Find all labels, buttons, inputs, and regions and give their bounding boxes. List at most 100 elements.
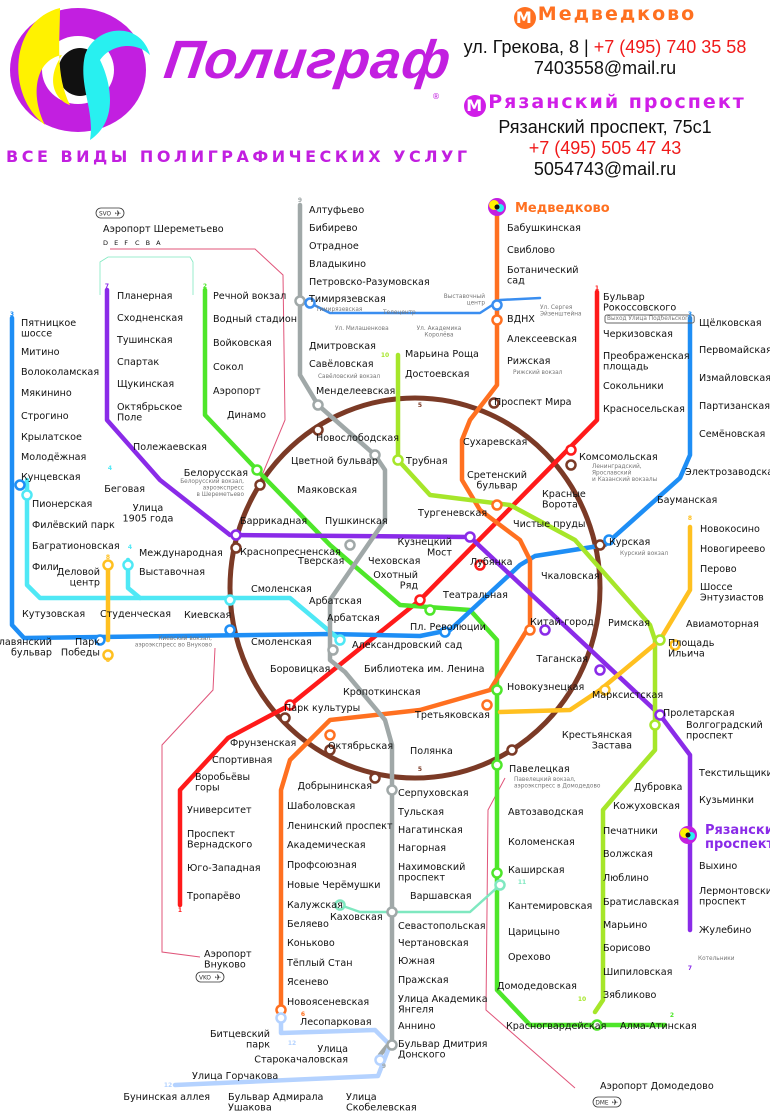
station-label[interactable]: Серпуховская	[398, 788, 469, 799]
station-label[interactable]: Севастопольская	[398, 921, 486, 932]
station-label[interactable]: Международная	[139, 548, 223, 559]
station-label[interactable]: Савёловская	[309, 359, 374, 370]
station-label[interactable]: Академическая	[287, 840, 366, 851]
station-label[interactable]: Чертановская	[398, 938, 469, 949]
interchange-station-marker[interactable]	[251, 464, 263, 476]
station-label[interactable]: Пл. Революции	[410, 622, 486, 633]
station-label[interactable]: Автозаводская	[508, 807, 584, 818]
station-label[interactable]: Пионерская	[32, 499, 92, 510]
station-label[interactable]: Кожуховская	[613, 801, 680, 812]
station-label[interactable]: Кузьминки	[699, 795, 754, 806]
station-label[interactable]: Аэропорт Шереметьево	[103, 224, 224, 235]
station-label[interactable]: Пушкинская	[325, 516, 388, 527]
station-label[interactable]: Спартак	[117, 357, 159, 368]
station-label[interactable]: Третьяковская	[414, 710, 490, 721]
station-label[interactable]: Ясенево	[287, 977, 329, 988]
station-label[interactable]: D E F	[103, 239, 130, 247]
station-label[interactable]: Ул. Милашенкова	[335, 326, 389, 332]
interchange-station-marker[interactable]	[654, 634, 666, 646]
station-label[interactable]: Кропоткинская	[343, 687, 421, 698]
station-label[interactable]: Павелецкая	[509, 764, 570, 775]
station-label[interactable]: Ленинский проспект	[287, 821, 393, 832]
station-label[interactable]: Лубянка	[470, 557, 513, 568]
interchange-station-marker[interactable]	[344, 539, 356, 551]
interchange-station-marker[interactable]	[230, 542, 242, 554]
station-label[interactable]: Маяковская	[297, 485, 357, 496]
station-label[interactable]: Лесопарковая	[300, 1017, 371, 1028]
station-label[interactable]: Студенческая	[100, 609, 171, 620]
station-label[interactable]: Речной вокзал	[213, 291, 286, 302]
station-label[interactable]: Печатники	[603, 826, 658, 837]
station-label[interactable]: Курская	[609, 537, 650, 548]
station-label[interactable]: Кутузовская	[22, 609, 85, 620]
station-label[interactable]: Полежаевская	[133, 442, 207, 453]
station-label[interactable]: Электрозаводская	[685, 467, 770, 478]
interchange-station-marker[interactable]	[464, 531, 476, 543]
station-label[interactable]: Котельники	[698, 956, 735, 962]
station-label[interactable]: Волжская	[603, 849, 653, 860]
station-label[interactable]: Сухаревская	[463, 437, 527, 448]
station-label[interactable]: Лермонтовскийпроспект	[699, 886, 770, 908]
station-label[interactable]: Аэропорт Домодедово	[600, 1081, 714, 1092]
station-label[interactable]: Фрунзенская	[230, 738, 296, 749]
station-label[interactable]: Рижская	[507, 356, 550, 367]
station-label[interactable]: Марьина Роща	[405, 349, 479, 360]
station-label[interactable]: Щукинская	[117, 379, 174, 390]
station-label[interactable]: Первомайская	[699, 345, 770, 356]
station-label[interactable]: ВДНХ	[507, 314, 535, 325]
station-label[interactable]: Митино	[21, 347, 60, 358]
station-label[interactable]: Марьино	[603, 920, 647, 931]
station-label[interactable]: Полянка	[410, 746, 453, 757]
station-label[interactable]: Мякинино	[21, 388, 72, 399]
station-label[interactable]: Баррикадная	[240, 516, 307, 527]
station-label[interactable]: Сходненская	[117, 313, 183, 324]
station-label[interactable]: Китай-город	[530, 617, 594, 628]
station-label[interactable]: Орехово	[508, 952, 551, 963]
station-label[interactable]: Арбатская	[309, 596, 362, 607]
station-label[interactable]: C B A	[135, 239, 163, 247]
interchange-station-marker[interactable]	[230, 529, 242, 541]
station-label[interactable]: Каширская	[508, 865, 565, 876]
station-label[interactable]: Улица Горчакова	[192, 1071, 278, 1082]
station-label[interactable]: Тушинская	[116, 335, 173, 346]
interchange-station-marker[interactable]	[414, 594, 426, 606]
station-label[interactable]: Тимирязевская	[315, 307, 362, 313]
interchange-station-marker[interactable]	[224, 624, 236, 636]
station-label[interactable]: Трубная	[405, 456, 447, 467]
station-label[interactable]: Смоленская	[251, 637, 312, 648]
interchange-station-marker[interactable]	[386, 1039, 398, 1051]
interchange-station-marker[interactable]	[304, 297, 316, 309]
station-label[interactable]: Тургеневская	[417, 508, 487, 519]
station-label[interactable]: Марксистская	[592, 690, 663, 701]
interchange-station-marker[interactable]	[594, 539, 606, 551]
station-label[interactable]: Новокосино	[700, 524, 760, 535]
station-label[interactable]: Шипиловская	[603, 967, 672, 978]
office-phone[interactable]: +7 (495) 740 35 58	[593, 37, 747, 57]
station-label[interactable]: Университет	[187, 805, 252, 816]
interchange-station-marker[interactable]	[102, 559, 114, 571]
station-label[interactable]: Октябрьская	[328, 741, 393, 752]
interchange-station-marker[interactable]	[312, 424, 324, 436]
station-label[interactable]: Александровский сад	[352, 640, 463, 651]
interchange-station-marker[interactable]	[312, 399, 324, 411]
station-label[interactable]: Черкизовская	[603, 329, 673, 340]
interchange-station-marker[interactable]	[603, 534, 615, 546]
station-label[interactable]: Партизанская	[699, 401, 770, 412]
interchange-station-marker[interactable]	[14, 479, 26, 491]
station-label[interactable]: Южная	[398, 956, 435, 967]
